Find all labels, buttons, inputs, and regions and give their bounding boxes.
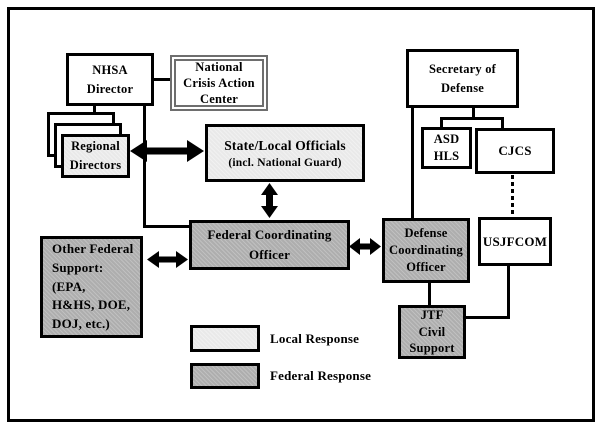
connector-nhsa-fco-horizontal <box>143 225 192 228</box>
box-label: Secretary of Defense <box>428 61 497 95</box>
box-label: Regional Directors <box>69 139 122 172</box>
box-label: JTF Civil Support <box>409 307 455 356</box>
box-other-federal-support: Other Federal Support: (EPA, H&HS, DOE, … <box>40 236 143 338</box>
box-usjfcom: USJFCOM <box>478 217 552 266</box>
box-state-local-officials: State/Local Officials (incl. National Gu… <box>205 124 365 182</box>
box-jtf-civil-support: JTF Civil Support <box>398 305 466 359</box>
connector-nhsa-ncac <box>154 78 170 81</box>
box-regional-directors: Regional Directors <box>61 134 130 178</box>
legend-swatch-local-response <box>190 325 260 352</box>
box-label: Other Federal Support: (EPA, H&HS, DOE, … <box>52 240 134 332</box>
box-label: Federal Coordinating Officer <box>207 226 332 262</box>
arrow-fco-dco-icon <box>349 238 381 255</box>
connector-nhsa-regional <box>93 104 96 114</box>
arrow-other-fco-icon <box>147 251 188 268</box>
box-defense-coordinating-officer: Defense Coordinating Officer <box>382 218 470 283</box>
connector-jtf-horizontal <box>465 316 510 319</box>
box-label: CJCS <box>498 143 532 158</box>
box-national-crisis-action-center: National Crisis Action Center <box>170 55 268 111</box>
connector-bracket-horizontal <box>440 117 504 120</box>
box-label: USJFCOM <box>482 233 548 249</box>
box-subtitle: (incl. National Guard) <box>228 156 342 169</box>
arrow-statelocal-fco-icon <box>261 183 278 218</box>
connector-secdef-dco <box>411 107 414 219</box>
connector-secdef-stem <box>472 107 475 120</box>
box-label: NHSA Director <box>86 62 134 96</box>
box-nhsa-director: NHSA Director <box>66 53 154 106</box>
box-title: State/Local Officials <box>224 137 346 153</box>
box-secretary-of-defense: Secretary of Defense <box>406 49 519 108</box>
connector-cjcs-usjfcom-dotted <box>511 175 514 217</box>
connector-jtf-usjfcom-vertical <box>507 265 510 319</box>
diagram-frame <box>7 7 595 422</box>
box-label: National Crisis Action Center <box>183 59 255 107</box>
box-cjcs: CJCS <box>475 128 555 174</box>
legend-swatch-federal-response <box>190 363 260 389</box>
box-federal-coordinating-officer: Federal Coordinating Officer <box>189 220 350 270</box>
legend-label-local-response: Local Response <box>270 331 360 346</box>
connector-dco-jtf <box>428 282 431 306</box>
box-label: Defense Coordinating Officer <box>389 226 463 274</box>
connector-bracket-to-asd <box>440 117 443 128</box>
box-asd-hls: ASD HLS <box>421 127 472 169</box>
legend-label-federal-response: Federal Response <box>270 368 372 383</box>
connector-bracket-to-cjcs <box>501 117 504 128</box>
connector-nhsa-fco-vertical <box>143 106 146 228</box>
arrow-regional-statelocal-icon <box>130 140 204 162</box>
box-label: ASD HLS <box>433 132 460 163</box>
